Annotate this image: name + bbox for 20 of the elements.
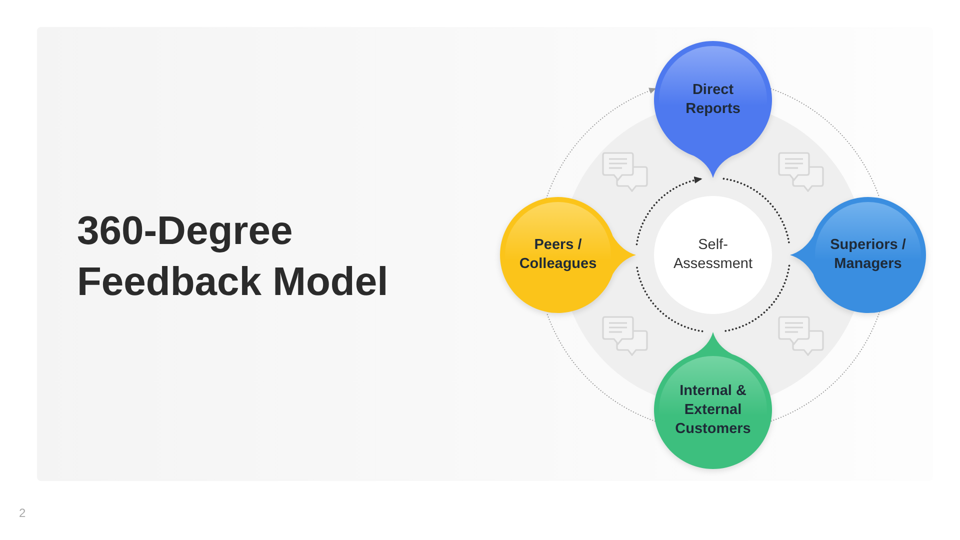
dotted-arc bbox=[636, 264, 704, 332]
cycle-arrow bbox=[546, 88, 657, 199]
center-circle bbox=[654, 196, 772, 314]
dotted-arc bbox=[722, 178, 790, 246]
speech-bubble bbox=[654, 41, 772, 178]
speech-bubble bbox=[654, 332, 772, 469]
speech-bubble bbox=[790, 197, 926, 313]
node-label: Direct Reports bbox=[684, 81, 742, 119]
dotted-arc bbox=[770, 88, 880, 198]
node-label: Self-Assessment bbox=[672, 236, 754, 274]
slide-title: 360-Degree Feedback Model bbox=[77, 208, 390, 306]
dotted-arc bbox=[769, 311, 880, 422]
dotted-arc bbox=[546, 312, 656, 422]
dotted-arc bbox=[722, 264, 790, 332]
speech-bubble bbox=[500, 197, 636, 313]
node-label: Superiors / Managers bbox=[829, 236, 907, 274]
cycle-arrow bbox=[636, 176, 704, 246]
node-label: Peers / Colleagues bbox=[518, 236, 598, 274]
page-number: 2 bbox=[19, 506, 26, 520]
node-label: Internal & External Customers bbox=[674, 382, 752, 438]
